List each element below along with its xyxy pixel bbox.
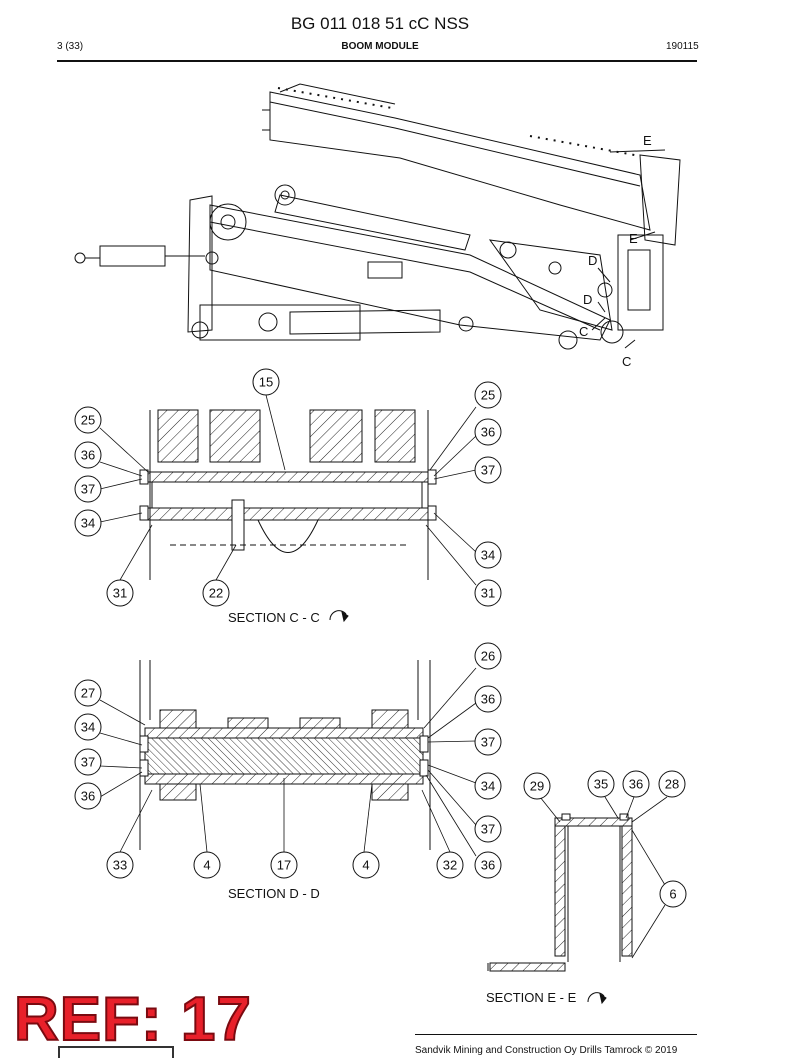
callout-bubble: 15 — [252, 368, 280, 396]
section-dd-leaders — [99, 667, 477, 857]
svg-text:4: 4 — [203, 858, 210, 873]
callout-bubble: 31 — [474, 579, 502, 607]
svg-text:37: 37 — [481, 463, 495, 478]
section-ee-leaders — [539, 796, 668, 959]
rotate-view-icon — [329, 610, 349, 623]
svg-text:28: 28 — [665, 777, 679, 792]
section-cc-drawing — [139, 409, 437, 580]
callout-bubble: 25 — [474, 381, 502, 409]
callout-bubble: 37 — [474, 456, 502, 484]
svg-text:32: 32 — [443, 858, 457, 873]
section-ee-drawing — [487, 813, 633, 972]
callout-bubble: 36 — [474, 418, 502, 446]
callout-bubble: 4 — [193, 851, 221, 879]
callout-bubble: 34 — [474, 541, 502, 569]
svg-text:37: 37 — [81, 482, 95, 497]
svg-text:4: 4 — [362, 858, 369, 873]
view-letter: E — [643, 133, 652, 148]
page-number: 3 (33) — [57, 41, 84, 52]
svg-text:34: 34 — [481, 548, 495, 563]
document-number: BG 011 018 51 cC NSS — [290, 14, 470, 33]
view-letter: C — [579, 324, 588, 339]
svg-text:33: 33 — [113, 858, 127, 873]
section-ee-callouts: 29 35 36 28 6 — [523, 770, 687, 908]
svg-text:22: 22 — [209, 586, 223, 601]
callout-bubble: 17 — [270, 851, 298, 879]
header-rule — [57, 60, 697, 62]
svg-text:31: 31 — [113, 586, 127, 601]
view-letter: E — [629, 231, 638, 246]
svg-text:36: 36 — [481, 425, 495, 440]
copyright-footer: Sandvik Mining and Construction Oy Drill… — [415, 1045, 678, 1056]
date-code: 190115 — [666, 41, 699, 52]
svg-text:34: 34 — [81, 720, 95, 735]
svg-text:25: 25 — [481, 388, 495, 403]
section-dd-drawing — [139, 660, 431, 850]
logo-box — [58, 1046, 174, 1058]
callout-bubble: 32 — [436, 851, 464, 879]
callout-bubble: 26 — [474, 642, 502, 670]
callout-bubble: 36 — [474, 851, 502, 879]
callout-bubble: 29 — [523, 772, 551, 800]
callout-bubble: 37 — [74, 475, 102, 503]
svg-text:31: 31 — [481, 586, 495, 601]
svg-text:36: 36 — [629, 777, 643, 792]
section-ee-label: SECTION E - E — [486, 990, 577, 1005]
svg-text:36: 36 — [481, 858, 495, 873]
module-title: BOOM MODULE — [341, 41, 419, 52]
svg-text:36: 36 — [481, 692, 495, 707]
svg-text:36: 36 — [81, 789, 95, 804]
footer-rule — [415, 1034, 697, 1035]
callout-bubble: 36 — [474, 685, 502, 713]
callout-bubble: 34 — [74, 713, 102, 741]
view-letter: C — [622, 354, 631, 369]
svg-text:6: 6 — [669, 887, 676, 902]
callout-bubble: 36 — [622, 770, 650, 798]
view-letter: D — [588, 253, 597, 268]
svg-text:17: 17 — [277, 858, 291, 873]
svg-text:26: 26 — [481, 649, 495, 664]
callout-bubble: 22 — [202, 579, 230, 607]
svg-text:34: 34 — [81, 516, 95, 531]
callout-bubble: 31 — [106, 579, 134, 607]
svg-text:15: 15 — [259, 375, 273, 390]
svg-text:36: 36 — [81, 448, 95, 463]
section-cc-callouts: 15 25 25 36 36 37 37 34 34 31 22 31 — [74, 368, 502, 607]
callout-bubble: 36 — [74, 782, 102, 810]
svg-text:37: 37 — [481, 822, 495, 837]
view-letter: D — [583, 292, 592, 307]
svg-text:27: 27 — [81, 686, 95, 701]
svg-text:29: 29 — [530, 779, 544, 794]
section-dd-label: SECTION D - D — [228, 886, 320, 901]
svg-text:37: 37 — [81, 755, 95, 770]
callout-bubble: 36 — [74, 441, 102, 469]
callout-bubble: 28 — [658, 770, 686, 798]
callout-bubble: 27 — [74, 679, 102, 707]
section-dd-callouts: 26 27 36 34 37 37 34 36 37 33 4 17 4 32 … — [74, 642, 502, 879]
rotate-view-icon — [587, 992, 607, 1005]
callout-bubble: 34 — [74, 509, 102, 537]
svg-text:37: 37 — [481, 735, 495, 750]
callout-bubble: 37 — [474, 815, 502, 843]
callout-bubble: 33 — [106, 851, 134, 879]
svg-text:25: 25 — [81, 413, 95, 428]
svg-text:34: 34 — [481, 779, 495, 794]
section-cc-leaders — [99, 394, 477, 586]
callout-bubble: 37 — [474, 728, 502, 756]
boom-assembly-view — [74, 83, 681, 350]
reference-stamp: REF: 17 — [13, 984, 252, 1055]
svg-text:35: 35 — [594, 777, 608, 792]
callout-bubble: 35 — [587, 770, 615, 798]
callout-bubble: 34 — [474, 772, 502, 800]
callout-bubble: 4 — [352, 851, 380, 879]
callout-bubble: 37 — [74, 748, 102, 776]
callout-bubble: 25 — [74, 406, 102, 434]
section-cc-label: SECTION C - C — [228, 610, 320, 625]
callout-bubble: 6 — [659, 880, 687, 908]
